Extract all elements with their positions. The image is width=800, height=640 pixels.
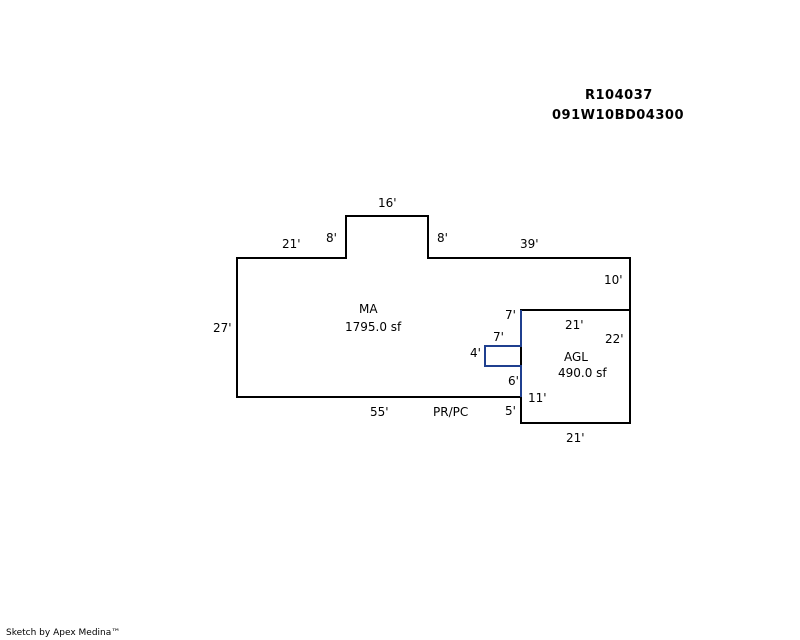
dim-right-upper: 10' — [604, 273, 623, 287]
dim-notch-lower: 6' — [508, 374, 519, 388]
dim-notch-upper: 7' — [493, 330, 504, 344]
dim-main-bottom: 55' — [370, 405, 389, 419]
dim-garage-left: 11' — [528, 391, 547, 405]
dim-step-lower: 5' — [505, 404, 516, 418]
dim-garage-right: 22' — [605, 332, 624, 346]
garage-area-code: AGL — [564, 350, 588, 364]
dim-bump-top: 16' — [378, 196, 397, 210]
parcel-id: R104037 — [585, 88, 653, 103]
dim-bump-left: 8' — [326, 231, 337, 245]
dim-garage-bottom: 21' — [566, 431, 585, 445]
main-area-size: 1795.0 sf — [345, 320, 402, 334]
dim-bump-right: 8' — [437, 231, 448, 245]
porch-label: PR/PC — [433, 405, 468, 419]
dim-notch-side: 4' — [470, 346, 481, 360]
dim-garage-top: 21' — [565, 318, 584, 332]
main-area-outline — [236, 215, 631, 398]
dim-notch-top: 7' — [505, 308, 516, 322]
map-number: 091W10BD04300 — [552, 108, 684, 123]
sketch-credit: Sketch by Apex Medina™ — [6, 628, 121, 638]
garage-area-size: 490.0 sf — [558, 366, 607, 380]
dim-main-top-left: 21' — [282, 237, 301, 251]
garage-notch-outline — [484, 310, 522, 397]
garage-outline — [520, 309, 631, 424]
dim-main-top-right: 39' — [520, 237, 539, 251]
main-area-code: MA — [359, 302, 378, 316]
dim-main-left: 27' — [213, 321, 232, 335]
